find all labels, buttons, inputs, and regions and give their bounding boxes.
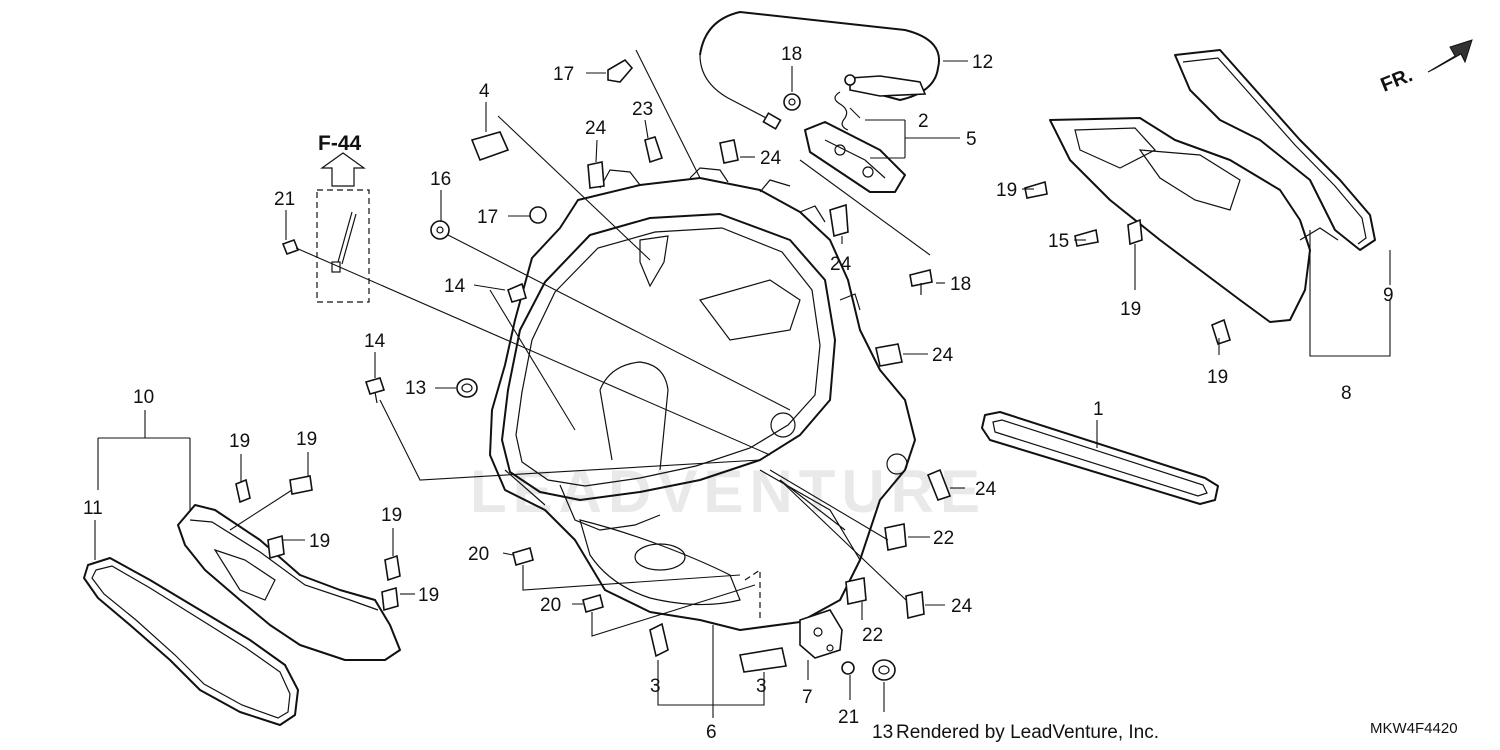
callout-21[interactable]: 21 [838, 707, 859, 728]
leader-lines [94, 49, 1391, 718]
up-arrow-icon [320, 152, 366, 187]
callout-2[interactable]: 2 [918, 111, 929, 132]
callout-7[interactable]: 7 [802, 687, 813, 708]
credit-text: Rendered by LeadVenture, Inc. [896, 722, 1159, 743]
seal-part-1 [981, 411, 1219, 505]
callout-10[interactable]: 10 [133, 387, 154, 408]
callout-19[interactable]: 19 [1120, 299, 1141, 320]
callout-21[interactable]: 21 [274, 189, 295, 210]
callout-18[interactable]: 18 [781, 44, 802, 65]
callout-13[interactable]: 13 [405, 378, 426, 399]
watermark: LEADVENTURE [470, 458, 986, 525]
callout-3[interactable]: 3 [650, 676, 661, 697]
storage-box [489, 167, 916, 631]
reference-label: F-44 [318, 132, 362, 155]
callout-24[interactable]: 24 [932, 345, 954, 366]
callout-23[interactable]: 23 [632, 99, 653, 120]
callout-13[interactable]: 13 [872, 722, 893, 743]
callout-19[interactable]: 19 [229, 431, 250, 452]
callout-6[interactable]: 6 [706, 722, 717, 743]
callout-15[interactable]: 15 [1048, 231, 1069, 252]
callout-17[interactable]: 17 [553, 64, 574, 85]
callout-22[interactable]: 22 [862, 625, 883, 646]
callout-24[interactable]: 24 [760, 148, 782, 169]
callout-19[interactable]: 19 [1207, 367, 1228, 388]
callout-9[interactable]: 9 [1383, 285, 1394, 306]
callout-3[interactable]: 3 [756, 676, 767, 697]
callout-labels: 17 18 12 4 23 24 24 2 5 21 16 17 24 18 1… [83, 44, 1394, 743]
callout-4[interactable]: 4 [479, 81, 490, 102]
direction-label: FR. [1378, 64, 1416, 96]
callout-19[interactable]: 19 [296, 429, 317, 450]
front-arrow-icon [1427, 39, 1473, 73]
callout-20[interactable]: 20 [540, 595, 561, 616]
callout-14[interactable]: 14 [364, 331, 386, 352]
callout-24[interactable]: 24 [975, 479, 997, 500]
callout-18[interactable]: 18 [950, 274, 971, 295]
callout-8[interactable]: 8 [1341, 383, 1352, 404]
callout-22[interactable]: 22 [933, 528, 954, 549]
callout-19[interactable]: 19 [418, 585, 439, 606]
callout-12[interactable]: 12 [972, 52, 993, 73]
callout-24[interactable]: 24 [830, 254, 852, 275]
reference-f44[interactable]: F-44 [316, 132, 370, 303]
side-cover-right [1049, 49, 1376, 323]
callout-14[interactable]: 14 [444, 276, 466, 297]
callout-20[interactable]: 20 [468, 544, 489, 565]
front-direction-indicator: FR. [1378, 39, 1473, 97]
callout-5[interactable]: 5 [966, 129, 977, 150]
callout-24[interactable]: 24 [951, 596, 973, 617]
callout-19[interactable]: 19 [381, 505, 402, 526]
callout-16[interactable]: 16 [430, 169, 451, 190]
clip-strap [337, 211, 357, 265]
callout-17[interactable]: 17 [477, 207, 498, 228]
callout-11[interactable]: 11 [83, 498, 103, 519]
small-parts [235, 58, 1231, 681]
reference-dashed-box [316, 189, 370, 303]
callout-19[interactable]: 19 [309, 531, 330, 552]
side-cover-left [83, 504, 401, 726]
cable-assembly [699, 11, 941, 131]
callout-19[interactable]: 19 [996, 180, 1017, 201]
latch-assembly [804, 121, 906, 193]
diagram-code: MKW4F4420 [1370, 720, 1458, 737]
callout-1[interactable]: 1 [1093, 399, 1104, 420]
callout-24[interactable]: 24 [585, 118, 607, 139]
